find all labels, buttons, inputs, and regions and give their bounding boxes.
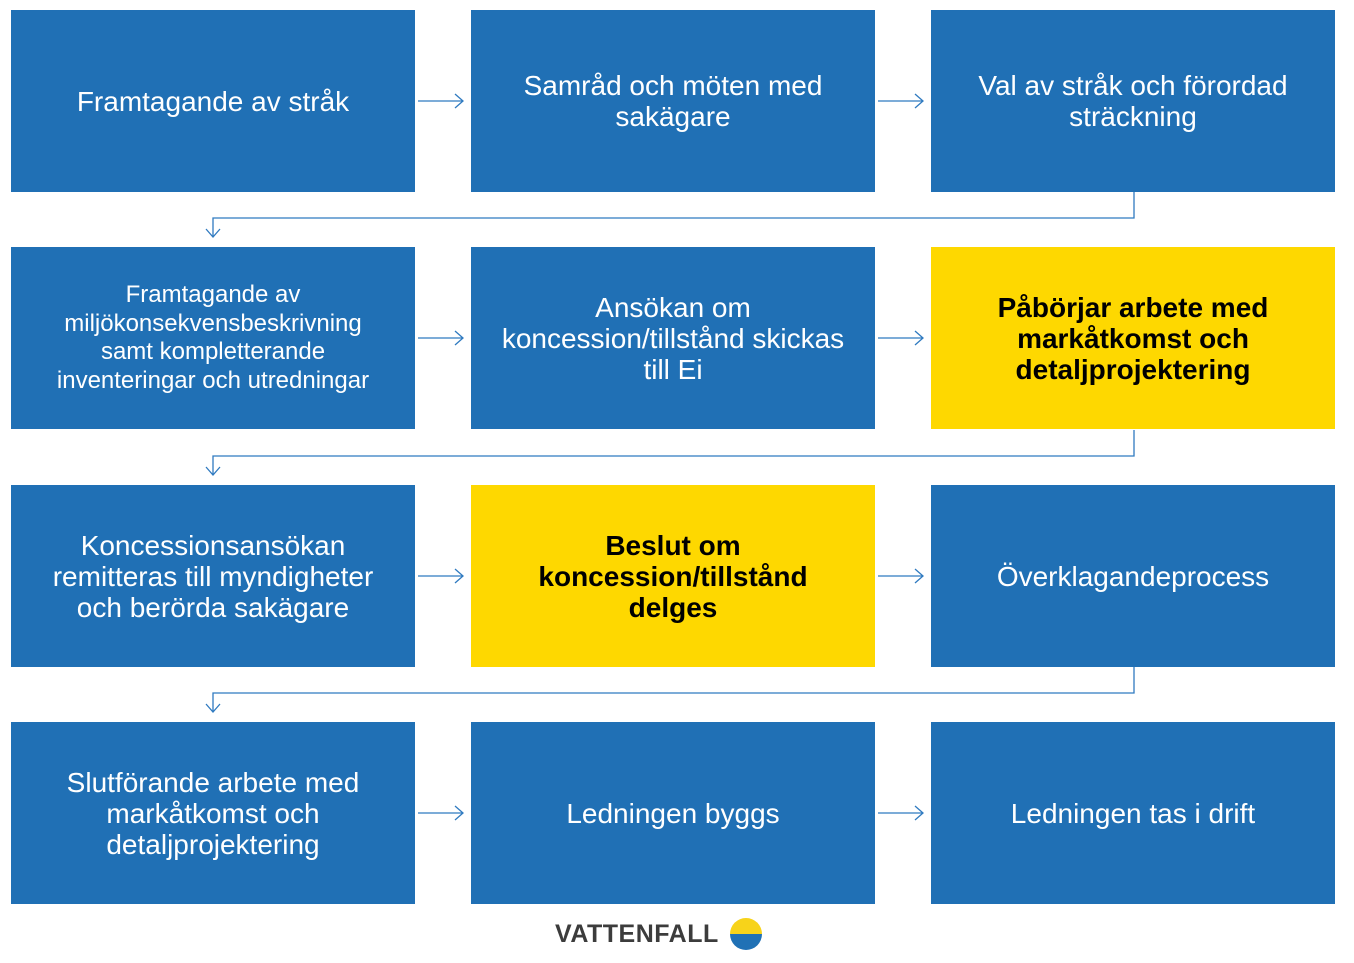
step-4-box: Framtagande av miljökonsekvensbeskrivnin… xyxy=(11,247,415,429)
step-10-box: Slutförande arbete med markåtkomst och d… xyxy=(11,722,415,904)
step-2-label: Samråd och möten med sakägare xyxy=(523,70,823,132)
arrow-step-6-to-7 xyxy=(205,430,1135,476)
arrow-step-8-to-9 xyxy=(878,568,924,584)
step-9-box: Överklagandeprocess xyxy=(931,485,1335,667)
arrow-step-1-to-2 xyxy=(418,93,464,109)
arrow-step-4-to-5 xyxy=(418,330,464,346)
vattenfall-logo: VATTENFALL xyxy=(555,914,763,954)
step-6-box: Påbörjar arbete med markåtkomst och deta… xyxy=(931,247,1335,429)
arrow-step-7-to-8 xyxy=(418,568,464,584)
step-5-box: Ansökan om koncession/tillstånd skickas … xyxy=(471,247,875,429)
step-8-label: Beslut om koncession/tillstånd delges xyxy=(538,529,808,623)
vattenfall-logo-icon xyxy=(729,918,762,950)
step-12-label: Ledningen tas i drift xyxy=(1010,797,1256,829)
step-4-label: Framtagande av miljökonsekvensbeskrivnin… xyxy=(56,281,370,394)
step-11-label: Ledningen byggs xyxy=(566,797,780,829)
step-12-box: Ledningen tas i drift xyxy=(931,722,1335,904)
arrow-step-9-to-10 xyxy=(205,667,1135,713)
step-7-label: Koncessionsansökan remitteras till myndi… xyxy=(52,529,374,623)
arrow-step-11-to-12 xyxy=(878,805,924,821)
step-7-box: Koncessionsansökan remitteras till myndi… xyxy=(11,485,415,667)
arrow-step-2-to-3 xyxy=(878,93,924,109)
step-1-box: Framtagande av stråk xyxy=(11,10,415,192)
step-3-box: Val av stråk och förordad sträckning xyxy=(931,10,1335,192)
step-5-label: Ansökan om koncession/tillstånd skickas … xyxy=(501,291,845,385)
step-6-label: Påbörjar arbete med markåtkomst och deta… xyxy=(997,291,1269,385)
step-3-label: Val av stråk och förordad sträckning xyxy=(978,70,1288,132)
arrow-step-10-to-11 xyxy=(418,805,464,821)
step-1-label: Framtagande av stråk xyxy=(76,85,350,117)
step-8-box: Beslut om koncession/tillstånd delges xyxy=(471,485,875,667)
arrow-step-3-to-4 xyxy=(205,192,1135,238)
logo-text: VATTENFALL xyxy=(555,919,719,948)
step-9-label: Överklagandeprocess xyxy=(996,560,1270,592)
arrow-step-5-to-6 xyxy=(878,330,924,346)
step-2-box: Samråd och möten med sakägare xyxy=(471,10,875,192)
step-10-label: Slutförande arbete med markåtkomst och d… xyxy=(66,766,360,860)
step-11-box: Ledningen byggs xyxy=(471,722,875,904)
